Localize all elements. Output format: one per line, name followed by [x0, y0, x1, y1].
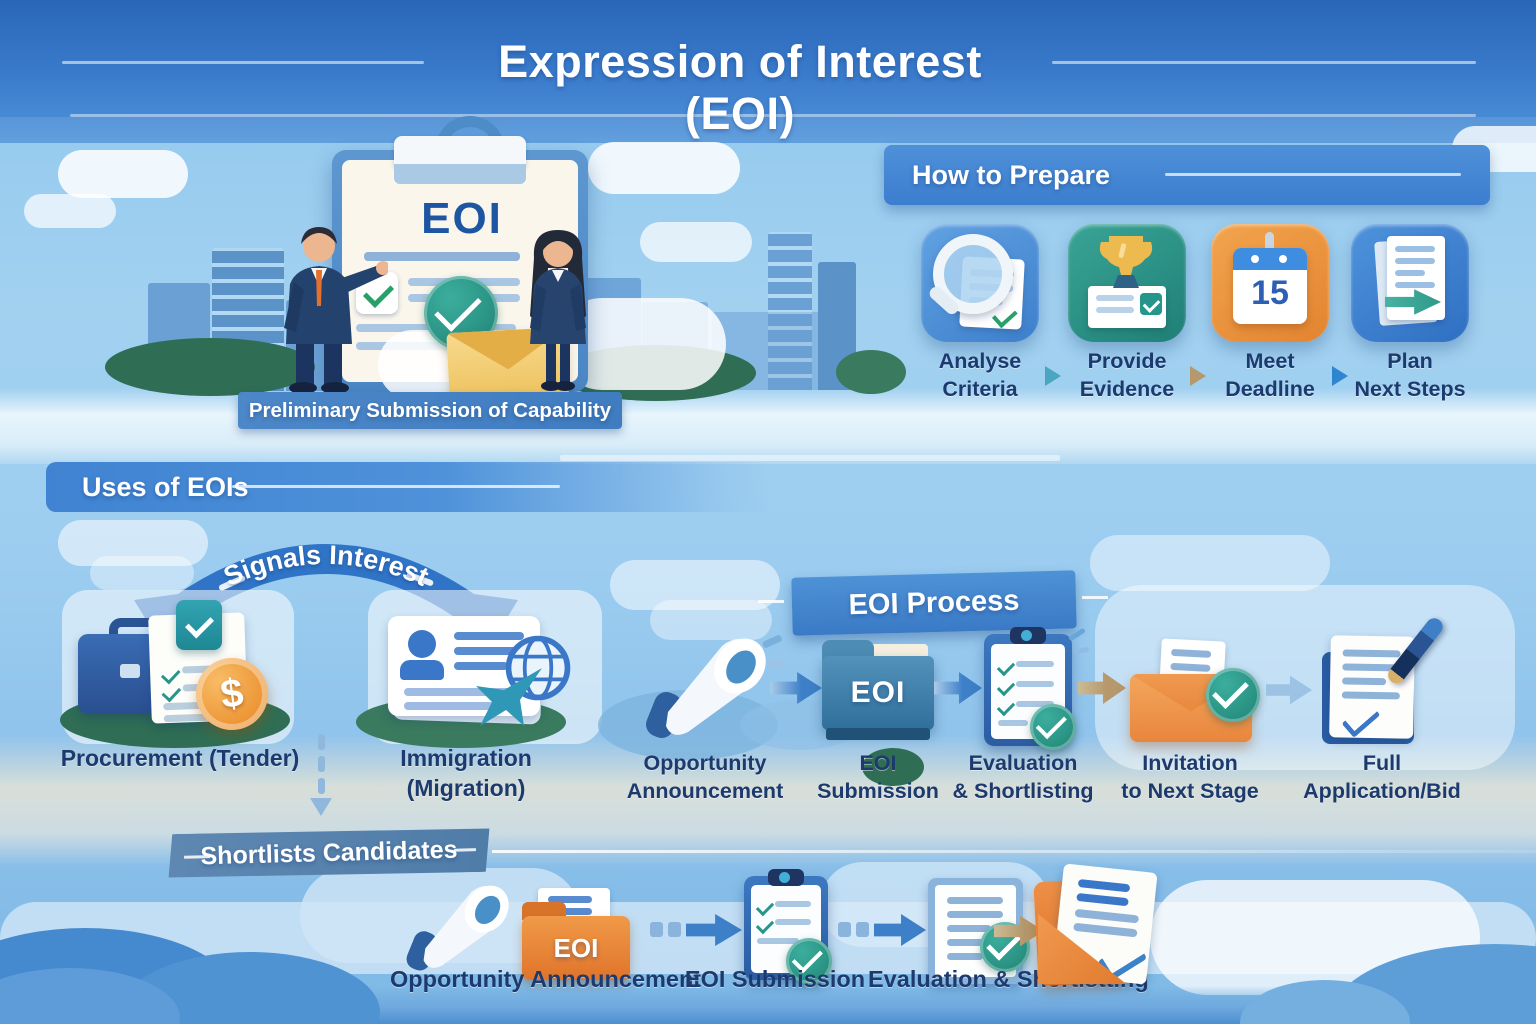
decor-dash [758, 600, 784, 603]
result-folder-document-icon [1033, 863, 1168, 987]
calendar-pin [1265, 232, 1274, 252]
cloud [58, 520, 208, 566]
megaphone-icon [646, 635, 785, 738]
hero-caption-banner: Preliminary Submission of Capability [238, 392, 622, 429]
magnifier-icon [933, 234, 1013, 314]
calendar-day: 15 [1251, 274, 1289, 312]
clipboard-clip-band [394, 164, 526, 184]
check-badge-icon [176, 600, 222, 650]
bottom-step-label: EOI Submission [684, 966, 866, 992]
bush [862, 748, 924, 786]
cloud [1090, 535, 1330, 591]
megaphone-eoi-folder-icon: EOI [522, 888, 640, 982]
person-avatar-icon [408, 630, 436, 658]
decor-line [560, 455, 1060, 461]
bottom-step-label: Opportunity Announcement [390, 966, 702, 992]
prepare-tile-plan [1351, 224, 1469, 342]
plane-icon [476, 668, 542, 726]
shortlists-label: Shortlists Candidates [200, 835, 458, 870]
dash [856, 922, 869, 937]
clipboard-check-icon [984, 627, 1090, 750]
decor-dash [1082, 596, 1108, 599]
mini-document [1088, 286, 1166, 328]
process-title: EOI Process [848, 584, 1020, 621]
envelope-check-icon [1130, 638, 1260, 742]
cloud [588, 142, 740, 194]
calendar-icon: 15 [1233, 248, 1307, 324]
checklist-document-icon [148, 600, 254, 724]
cloud [58, 150, 188, 198]
cloud [24, 194, 116, 228]
decor-line [62, 61, 424, 64]
decor-line [1165, 173, 1461, 176]
dashed-connector [318, 734, 325, 750]
businesswoman-illustration [530, 230, 586, 391]
cloud [640, 222, 752, 262]
dashed-connector [318, 778, 325, 794]
cloud [650, 600, 772, 640]
clipboard-check-icon [744, 869, 832, 984]
page-title: Expression of Interest (EOI) [498, 36, 982, 139]
dash [668, 922, 681, 937]
bush [105, 338, 315, 396]
document-pen-icon [1322, 614, 1447, 746]
decor-line [70, 114, 1476, 117]
decor-line [492, 850, 1536, 853]
dash [650, 922, 663, 937]
prepare-tile-analyse [921, 224, 1039, 342]
folder-label: EOI [553, 932, 599, 963]
process-arrow-icon [934, 672, 982, 704]
use-item-label: Procurement (Tender) [60, 745, 300, 771]
decor-band [0, 117, 1536, 143]
dashed-connector [318, 756, 325, 772]
shortlists-ribbon: Shortlists Candidates [167, 826, 490, 880]
decor-line [1052, 61, 1476, 64]
prepare-title: How to Prepare [912, 160, 1111, 190]
dollar-symbol: $ [217, 670, 247, 717]
use-item-label: Immigration (Migration) [400, 745, 532, 801]
trophy-icon [1099, 236, 1153, 288]
businessman-illustration [284, 227, 388, 394]
bush [836, 350, 906, 394]
city-building [768, 232, 812, 390]
cloud [610, 560, 780, 610]
process-step-label: Evaluation& Shortlisting [952, 751, 1094, 803]
eoi-folder-icon: EOI [822, 640, 934, 740]
megaphone-icon [406, 885, 509, 971]
uses-title: Uses of EOIs [82, 472, 249, 502]
folder-label: EOI [850, 676, 906, 709]
decor-line [232, 485, 560, 488]
top-band [0, 0, 1536, 143]
document-line [364, 252, 520, 261]
process-header-banner: EOI Process [791, 570, 1077, 636]
clipboard-clip [394, 136, 526, 166]
clipboard-eoi-label: EOI [421, 194, 503, 243]
prepare-tile-deadline: 15 [1211, 224, 1329, 342]
prepare-tile-evidence [1068, 224, 1186, 342]
dash [838, 922, 851, 937]
cloud [90, 556, 194, 590]
hero-caption: Preliminary Submission of Capability [248, 399, 612, 422]
